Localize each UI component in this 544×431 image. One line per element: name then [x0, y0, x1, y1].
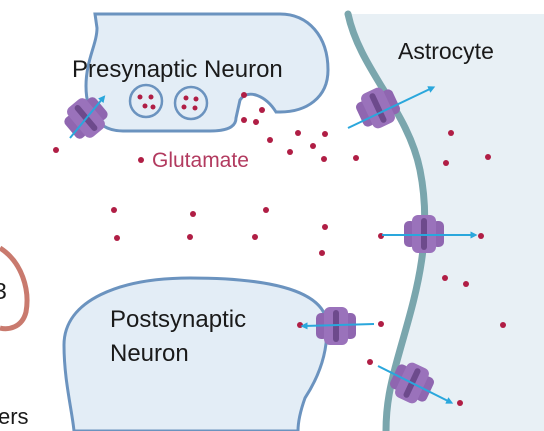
glutamate-molecule-icon [190, 211, 196, 217]
glutamate-molecule-icon [295, 130, 301, 136]
presynaptic-neuron-label: Presynaptic Neuron [72, 56, 283, 83]
postsynaptic-neuron-label-line1: Postsynaptic [110, 306, 247, 333]
postsynaptic-neuron [62, 276, 329, 431]
synaptic-vesicle-icon [128, 83, 164, 119]
left-partial-shape [0, 245, 30, 332]
glutamate-molecule-icon [457, 400, 463, 406]
glutamate-molecule-icon [478, 233, 484, 239]
glutamate-molecule-icon [321, 156, 327, 162]
glutamate-molecule-icon [259, 107, 265, 113]
glutamate-molecule-icon [187, 234, 193, 240]
glutamate-molecule-icon [442, 275, 448, 281]
transport-arrow [300, 322, 375, 330]
left-cut-text: ers [0, 404, 29, 429]
glutamate-molecule-icon [263, 207, 269, 213]
glutamate-molecule-icon [322, 131, 328, 137]
astrocyte-cell [348, 14, 544, 431]
glutamate-molecule-icon [319, 250, 325, 256]
transport-arrow [377, 365, 454, 404]
glutamate-molecule-icon [310, 143, 316, 149]
glutamate-molecule-icon [378, 321, 384, 327]
transport-arrow [347, 86, 436, 129]
glutamate-molecule-icon [287, 149, 293, 155]
glutamate-molecule-icon [448, 130, 454, 136]
astrocyte-label: Astrocyte [398, 38, 494, 64]
glutamate-molecule-icon [485, 154, 491, 160]
glutamate-molecule-icon [353, 155, 359, 161]
glutamate-molecule-icon [114, 235, 120, 241]
glutamate-molecule-icon [253, 119, 259, 125]
glutamate-molecules [53, 92, 506, 406]
postsynaptic-neuron-label-line2: Neuron [110, 340, 189, 367]
glutamate-label: Glutamate [152, 149, 249, 172]
glutamate-molecule-icon [297, 322, 303, 328]
glutamate-molecule-icon [267, 137, 273, 143]
glutamate-molecule-icon [443, 160, 449, 166]
glutamate-molecule-icon [322, 224, 328, 230]
glutamate-molecule-icon [241, 92, 247, 98]
glutamate-molecule-icon [138, 157, 144, 163]
glutamate-molecule-icon [252, 234, 258, 240]
transport-arrow [69, 95, 106, 139]
glutamate-molecule-icon [367, 359, 373, 365]
left-cut-digit: 3 [0, 278, 7, 304]
glutamate-molecule-icon [111, 207, 117, 213]
glutamate-molecule-icon [500, 322, 506, 328]
glutamate-molecule-icon [53, 147, 59, 153]
glutamate-molecule-icon [463, 281, 469, 287]
synaptic-vesicle-icon [173, 85, 209, 121]
glutamate-molecule-icon [241, 117, 247, 123]
